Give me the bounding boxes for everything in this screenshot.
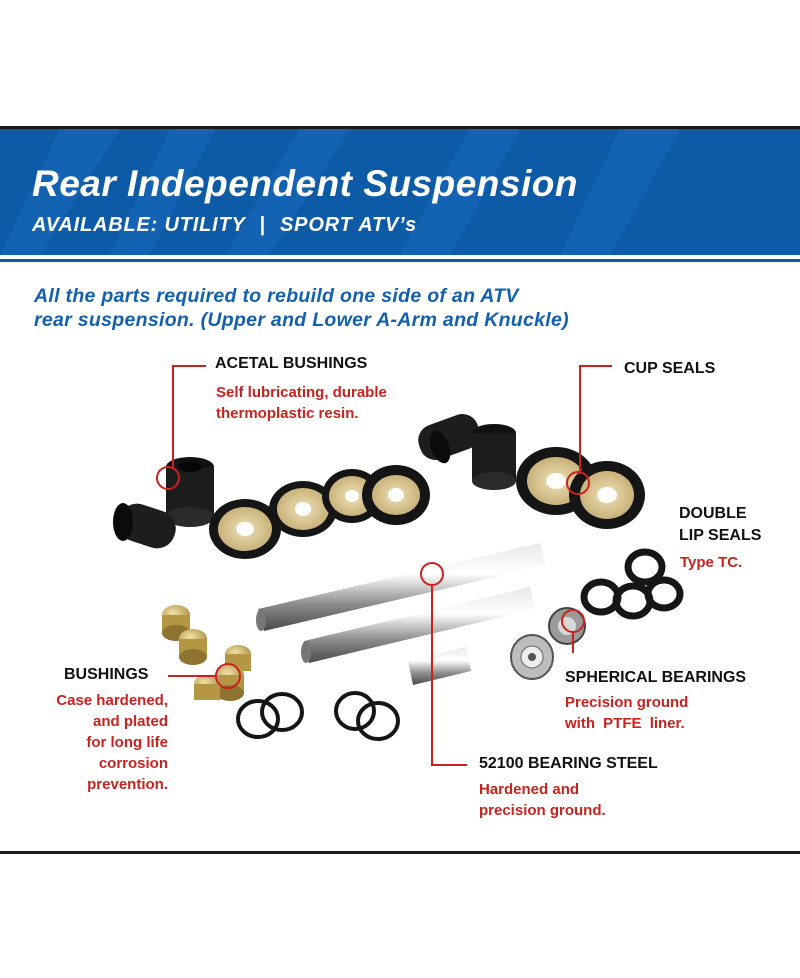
bearing-steel-desc: Hardened and precision ground. bbox=[479, 779, 606, 821]
tagline: All the parts required to rebuild one si… bbox=[34, 284, 569, 332]
acetal-desc-line-1: Self lubricating, durable bbox=[216, 384, 387, 401]
cup-seal-group-left bbox=[209, 465, 430, 559]
spherical-bearings-label: SPHERICAL BEARINGS bbox=[565, 669, 747, 686]
bushings-desc-line-1: Case hardened, bbox=[56, 692, 168, 709]
steel-desc-line-2: precision ground. bbox=[479, 802, 606, 819]
acetal-desc-line-2: thermoplastic resin. bbox=[216, 405, 359, 422]
banner-title: Rear Independent Suspension bbox=[32, 163, 578, 204]
parts-illustration bbox=[113, 365, 684, 766]
bushings-desc-line-4: corrosion bbox=[98, 755, 168, 772]
product-panel: Rear Independent Suspension AVAILABLE: U… bbox=[0, 126, 800, 854]
bushings-desc: Case hardened, and plated for long life … bbox=[20, 690, 168, 795]
bushings-desc-line-3: for long life bbox=[86, 734, 168, 751]
banner-subtitle: AVAILABLE: UTILITY | SPORT ATV’s bbox=[32, 214, 417, 237]
bearing-steel-label: 52100 BEARING STEEL bbox=[479, 755, 658, 772]
spherical-desc-line-1: Precision ground bbox=[565, 694, 689, 711]
bushings-label: BUSHINGS bbox=[64, 666, 149, 683]
double-label-line-2: LIP SEALS bbox=[679, 527, 762, 544]
subtitle-separator: | bbox=[259, 214, 267, 236]
o-rings bbox=[236, 691, 400, 741]
double-lip-seals-label: DOUBLE LIP SEALS bbox=[679, 503, 761, 547]
spherical-desc-line-2: with PTFE liner. bbox=[565, 713, 688, 734]
subtitle-sport: SPORT ATV’s bbox=[280, 214, 418, 236]
acetal-bushings-label: ACETAL BUSHINGS bbox=[215, 355, 368, 372]
banner-texture bbox=[0, 129, 680, 255]
cup-seals-label: CUP SEALS bbox=[624, 360, 716, 377]
tagline-line-2: rear suspension. (Upper and Lower A-Arm … bbox=[34, 309, 569, 331]
header-banner: Rear Independent Suspension AVAILABLE: U… bbox=[0, 129, 800, 262]
bushings-desc-line-2: and plated bbox=[92, 713, 168, 730]
double-lip-seals-desc: Type TC. bbox=[680, 554, 743, 571]
acetal-bushings-desc: Self lubricating, durable thermoplastic … bbox=[216, 382, 387, 424]
double-label-line-1: DOUBLE bbox=[679, 505, 747, 522]
spherical-bearings-desc: Precision ground with PTFE liner. bbox=[565, 692, 688, 734]
tagline-line-1: All the parts required to rebuild one si… bbox=[34, 285, 519, 307]
steel-pin-medium bbox=[301, 587, 535, 663]
banner-stripe bbox=[0, 255, 800, 259]
bushings-desc-line-5: prevention. bbox=[87, 776, 168, 793]
brass-bushings bbox=[162, 605, 251, 701]
acetal-bushing-left bbox=[166, 457, 214, 527]
steel-desc-line-1: Hardened and bbox=[479, 781, 580, 798]
acetal-bushing-right bbox=[418, 413, 516, 490]
subtitle-utility: AVAILABLE: UTILITY bbox=[32, 214, 246, 236]
spherical-bearing-2 bbox=[548, 607, 586, 645]
double-lip-seals bbox=[580, 548, 684, 620]
banner-bottom-edge bbox=[0, 259, 800, 262]
steel-pin-long bbox=[256, 543, 546, 631]
spherical-with: with bbox=[565, 715, 595, 732]
callout-lines bbox=[156, 365, 612, 766]
ptfe-text: PTFE bbox=[603, 715, 642, 732]
spherical-liner: liner. bbox=[649, 715, 685, 732]
acetal-bushing-left-2 bbox=[113, 503, 176, 549]
spherical-bearing-1 bbox=[510, 634, 554, 680]
steel-pin-short bbox=[408, 647, 471, 685]
